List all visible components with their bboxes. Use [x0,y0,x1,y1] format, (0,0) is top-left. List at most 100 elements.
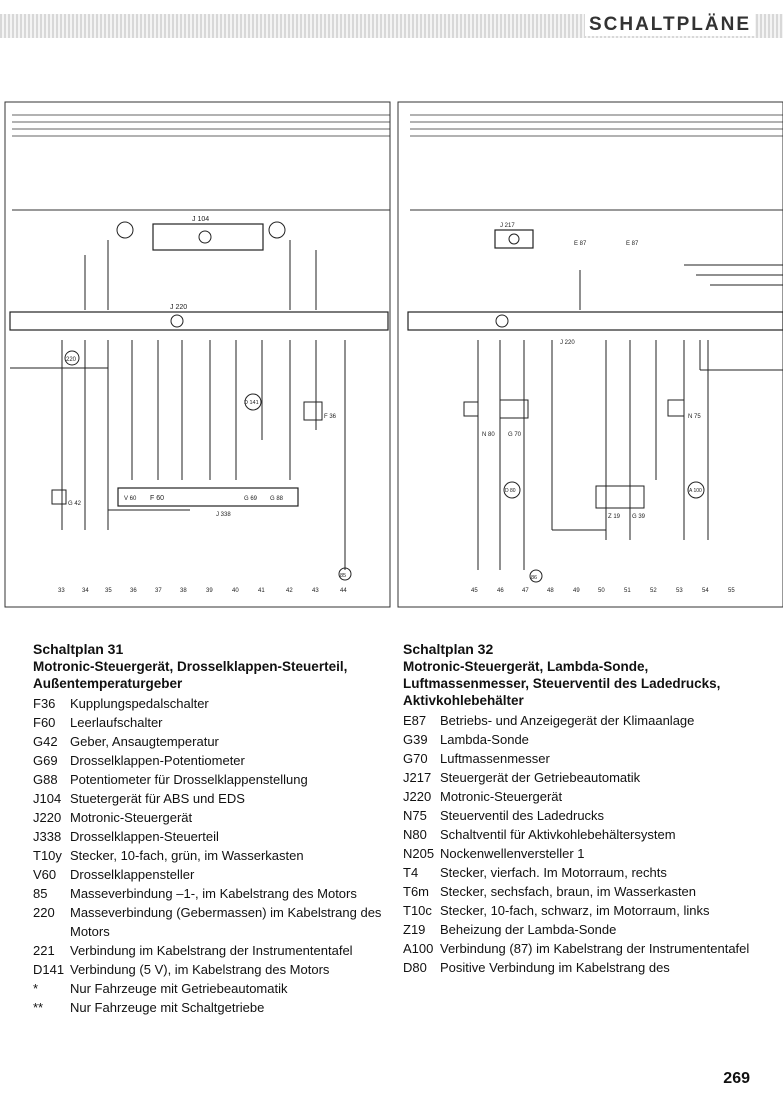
legend-description: Stecker, vierfach. Im Motorraum, rechts [440,865,667,880]
j104-symbol [198,230,212,244]
v60-label: V 60 [124,496,137,502]
legend-item: J217 Steuergerät der Getriebeautomatik [403,768,773,787]
legend-description: Betriebs- und Anzeigegerät der Klimaanla… [440,713,695,728]
legend-item: E87 Betriebs- und Anzeigegerät der Klimaa… [403,711,773,730]
legend-description: Masseverbindung (Gebermassen) im Kabelst… [70,905,382,939]
j104-label: J 104 [192,216,209,223]
g42-box [51,489,67,505]
legend-code: G42 [33,734,58,749]
legend-code: T10y [33,848,62,863]
z19-label: Z 19 [608,514,621,520]
legend-description: Schaltventil für Aktivkohlebehältersyste… [440,827,676,842]
d141-label: D 141 [244,400,259,406]
legend-item: N80 Schaltventil für Aktivkohlebehältersy… [403,825,773,844]
a100-label: A 100 [689,488,702,494]
n75-label: N 75 [688,414,701,420]
svg-text:34: 34 [82,588,89,594]
j217-symbol [508,233,520,245]
left-wires [10,240,346,570]
legend-code: 85 [33,886,48,901]
f36-box [303,401,323,421]
legend-item: F60 Leerlaufschalter [33,713,403,732]
ground-85-label: 85 [340,573,346,579]
legend-item: 220 Masseverbindung (Gebermassen) im Kabe… [33,903,403,941]
wiring-diagram: J 104 J 220 220 D 141 J 338 F 60 G 69 G … [0,100,783,610]
legend-description: Drosselklappen-Potentiometer [70,753,245,768]
legend-description: Verbindung im Kabelstrang der Instrument… [70,943,353,958]
svg-text:49: 49 [573,588,580,594]
j104-box [152,223,264,251]
svg-text:33: 33 [58,588,65,594]
j338-box [117,487,299,507]
legend-item: *Nur Fahrzeuge mit Getriebeautomatik [33,979,403,998]
j338-label: J 338 [216,512,231,518]
legend-code: E87 [403,713,427,728]
legend-code: N205 [403,846,435,861]
j217-label: J 217 [500,223,515,229]
caption-title: Schaltplan 32 [403,641,494,657]
j220-left-label: J 220 [170,304,187,311]
page-header-title: SCHALTPLÄNE [584,14,755,36]
conn-221-circle [116,221,134,239]
legend-code: A100 [403,941,434,956]
svg-text:38: 38 [180,588,187,594]
legend-code: F60 [33,715,56,730]
caption-title: Schaltplan 31 [33,641,124,657]
legend-code: F36 [33,696,56,711]
svg-text:46: 46 [497,588,504,594]
legend-description: Stecker, sechsfach, braun, im Wasserkast… [440,884,697,899]
legend-code: J104 [33,791,62,806]
legend-item: 221 Verbindung im Kabelstrang der Instrum… [33,941,403,960]
legend-description: Leerlaufschalter [70,715,163,730]
legend-code: N80 [403,827,427,842]
left-panel-frame [4,101,391,608]
caption-schaltplan-31: Schaltplan 31 Motronic-Steuergerät, Dros… [33,640,403,1017]
g70-label: G 70 [508,432,522,438]
legend-description: Lambda-Sonde [440,732,529,747]
right-panel-frame [397,101,783,608]
legend-description: Steuerventil des Ladedrucks [440,808,605,823]
legend-code: J217 [403,770,432,785]
legend-code: G69 [33,753,58,768]
legend-code: V60 [33,867,57,882]
svg-text:54: 54 [702,588,709,594]
legend-code: Z19 [403,922,426,937]
legend-description: Steuergerät der Getriebeautomatik [440,770,641,785]
wiring-diagram-svg: J 104 J 220 220 D 141 J 338 F 60 G 69 G … [4,101,783,608]
g69-label: G 69 [244,496,258,502]
ground-86-label: 86 [531,575,537,581]
g39-label: G 39 [632,514,646,520]
legend-item: G39 Lambda-Sonde [403,730,773,749]
legend-description: Nockenwellenversteller 1 [440,846,585,861]
legend-description: Geber, Ansaugtemperatur [70,734,219,749]
svg-text:39: 39 [206,588,213,594]
legend-description: Luftmassenmesser [440,751,550,766]
legend-item: G69 Drosselklappen-Potentiometer [33,751,403,770]
conn-220-label: 220 [66,357,77,363]
d80-circle [503,481,521,499]
right-wires [477,264,783,570]
svg-text:50: 50 [598,588,605,594]
legend-description: Stuetergerät für ABS und EDS [70,791,245,806]
svg-text:44: 44 [340,588,347,594]
legend-description: Positive Verbindung im Kabelstrang des [440,960,670,975]
legend-code: 221 [33,943,55,958]
legend-code: 220 [33,905,55,920]
legend-code: G39 [403,732,428,747]
svg-text:36: 36 [130,588,137,594]
ground-86-circle [529,569,543,583]
legend-code: D141 [33,962,65,977]
legend-description: Nur Fahrzeuge mit Schaltgetriebe [70,1000,265,1015]
legend-description: Motronic-Steuergerät [70,810,193,825]
svg-text:37: 37 [155,588,162,594]
j220-left-bar [9,311,389,331]
a100-circle [687,481,705,499]
